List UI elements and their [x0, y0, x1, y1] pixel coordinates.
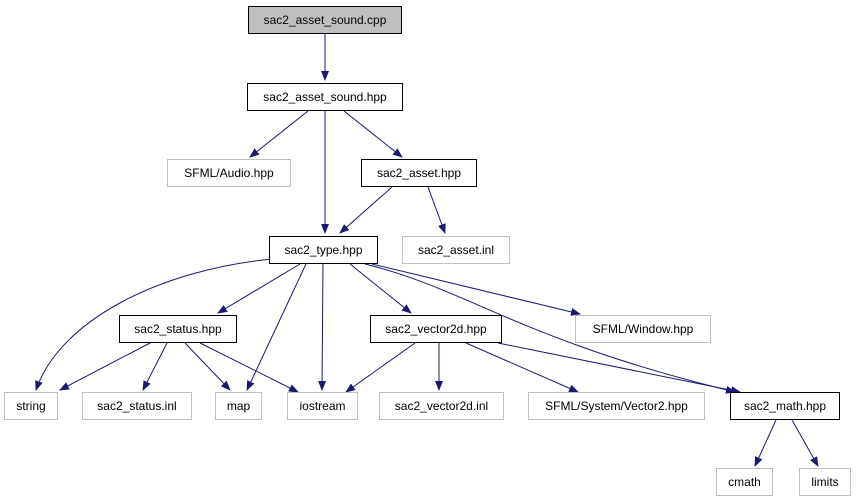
edge-vector2d-hpp-to-iostream: [345, 342, 416, 393]
edge-vector2d-hpp-to-math-hpp: [497, 342, 741, 395]
edge-status-hpp-to-status-inl: [142, 342, 168, 391]
edge-asset-hpp-to-asset-inl: [427, 186, 446, 234]
node-map[interactable]: map: [215, 392, 262, 420]
node-sac2-asset-sound-cpp[interactable]: sac2_asset_sound.cpp: [248, 6, 402, 34]
edge-sound-hpp-to-asset-hpp: [343, 110, 403, 158]
node-sac2-type-hpp[interactable]: sac2_type.hpp: [269, 236, 378, 264]
edge-type-hpp-to-math-hpp: [364, 263, 736, 394]
edge-type-hpp-to-string: [35, 258, 273, 391]
edge-status-hpp-to-string: [59, 342, 151, 391]
edge-vector2d-hpp-to-sfml-vector2: [465, 342, 579, 393]
node-sfml-system-vector2-hpp[interactable]: SFML/System/Vector2.hpp: [528, 392, 705, 420]
node-cmath[interactable]: cmath: [716, 468, 773, 496]
edge-status-hpp-to-iostream: [199, 342, 299, 393]
node-sfml-window-hpp[interactable]: SFML/Window.hpp: [575, 315, 711, 343]
node-sfml-audio-hpp[interactable]: SFML/Audio.hpp: [167, 159, 291, 187]
node-sac2-asset-inl[interactable]: sac2_asset.inl: [402, 236, 510, 264]
edge-asset-hpp-to-type-hpp: [339, 186, 393, 234]
node-sac2-asset-sound-hpp[interactable]: sac2_asset_sound.hpp: [247, 83, 403, 111]
node-sac2-asset-hpp[interactable]: sac2_asset.hpp: [361, 159, 477, 187]
node-sac2-math-hpp[interactable]: sac2_math.hpp: [730, 392, 840, 420]
edge-status-hpp-to-map: [184, 342, 231, 391]
edge-type-hpp-to-map: [246, 263, 307, 391]
edge-type-hpp-to-vector2d-hpp: [349, 263, 412, 314]
edge-type-hpp-to-sfml-window: [371, 263, 581, 316]
node-limits[interactable]: limits: [799, 468, 851, 496]
node-sac2-vector2d-inl[interactable]: sac2_vector2d.inl: [379, 392, 504, 420]
edge-math-hpp-to-cmath: [754, 419, 777, 467]
node-iostream[interactable]: iostream: [287, 392, 358, 420]
edge-sound-hpp-to-sfml-audio: [249, 110, 309, 158]
edge-type-hpp-to-status-hpp: [217, 263, 301, 314]
node-sac2-status-inl[interactable]: sac2_status.inl: [82, 392, 192, 420]
node-sac2-status-hpp[interactable]: sac2_status.hpp: [119, 315, 237, 343]
node-sac2-vector2d-hpp[interactable]: sac2_vector2d.hpp: [370, 315, 502, 343]
node-string[interactable]: string: [4, 392, 58, 420]
edge-type-hpp-to-iostream: [318, 263, 327, 391]
edge-math-hpp-to-limits: [791, 419, 819, 467]
